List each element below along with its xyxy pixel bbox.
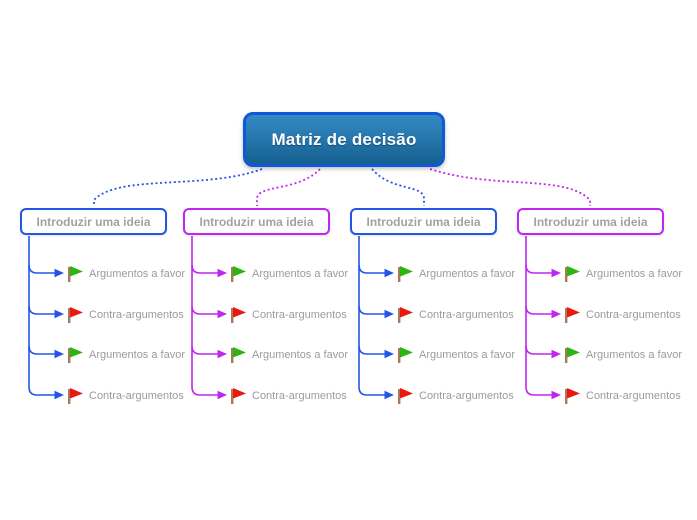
connector-root-branch3 (371, 168, 425, 206)
item-label: Argumentos a favor (586, 348, 682, 361)
item-label: Contra-argumentos (89, 308, 184, 321)
item-label: Contra-argumentos (586, 389, 681, 402)
item-label: Argumentos a favor (586, 267, 682, 280)
red-flag-icon (396, 386, 415, 405)
item-label: Contra-argumentos (586, 308, 681, 321)
red-flag-icon (66, 305, 85, 324)
connector-root-branch2 (256, 168, 321, 206)
red-flag-icon (563, 305, 582, 324)
idea-node-1[interactable]: Introduzir uma ideia (20, 208, 167, 235)
item-arguments-pro[interactable]: Argumentos a favor (563, 345, 682, 364)
root-node[interactable]: Matriz de decisão (243, 112, 445, 167)
idea-node-3[interactable]: Introduzir uma ideia (350, 208, 497, 235)
idea-node-label: Introduzir uma ideia (36, 214, 151, 229)
item-arguments-con[interactable]: Contra-argumentos (229, 386, 347, 405)
red-flag-icon (563, 386, 582, 405)
connector-root-branch4 (429, 168, 591, 206)
item-label: Argumentos a favor (89, 348, 185, 361)
item-arguments-con[interactable]: Contra-argumentos (396, 386, 514, 405)
item-arguments-pro[interactable]: Argumentos a favor (563, 264, 682, 283)
idea-node-label: Introduzir uma ideia (533, 214, 648, 229)
root-child-connectors (93, 168, 591, 206)
green-flag-icon (563, 345, 582, 364)
green-flag-icon (229, 345, 248, 364)
item-label: Contra-argumentos (419, 308, 514, 321)
red-flag-icon (396, 305, 415, 324)
item-arguments-con[interactable]: Contra-argumentos (229, 305, 347, 324)
branch-4: Introduzir uma ideia Argumentos a favor … (517, 208, 687, 468)
root-node-label: Matriz de decisão (271, 129, 417, 149)
green-flag-icon (66, 345, 85, 364)
branch-2: Introduzir uma ideia Argumentos a favor … (183, 208, 353, 468)
item-label: Contra-argumentos (252, 389, 347, 402)
item-arguments-con[interactable]: Contra-argumentos (66, 386, 184, 405)
idea-node-2[interactable]: Introduzir uma ideia (183, 208, 330, 235)
red-flag-icon (229, 386, 248, 405)
item-arguments-pro[interactable]: Argumentos a favor (396, 345, 515, 364)
item-label: Contra-argumentos (419, 389, 514, 402)
red-flag-icon (66, 386, 85, 405)
connector-root-branch1 (93, 168, 263, 206)
green-flag-icon (396, 345, 415, 364)
item-arguments-pro[interactable]: Argumentos a favor (66, 345, 185, 364)
item-label: Argumentos a favor (89, 267, 185, 280)
item-arguments-pro[interactable]: Argumentos a favor (66, 264, 185, 283)
item-label: Argumentos a favor (419, 267, 515, 280)
item-label: Contra-argumentos (89, 389, 184, 402)
branch-3: Introduzir uma ideia Argumentos a favor … (350, 208, 520, 468)
idea-node-4[interactable]: Introduzir uma ideia (517, 208, 664, 235)
item-label: Argumentos a favor (252, 267, 348, 280)
red-flag-icon (229, 305, 248, 324)
item-arguments-con[interactable]: Contra-argumentos (563, 386, 681, 405)
item-arguments-pro[interactable]: Argumentos a favor (229, 345, 348, 364)
green-flag-icon (563, 264, 582, 283)
green-flag-icon (229, 264, 248, 283)
item-label: Argumentos a favor (252, 348, 348, 361)
idea-node-label: Introduzir uma ideia (199, 214, 314, 229)
item-arguments-pro[interactable]: Argumentos a favor (229, 264, 348, 283)
item-arguments-con[interactable]: Contra-argumentos (563, 305, 681, 324)
item-arguments-con[interactable]: Contra-argumentos (396, 305, 514, 324)
green-flag-icon (396, 264, 415, 283)
branch-1: Introduzir uma ideia Argumentos a favor … (20, 208, 190, 468)
item-arguments-con[interactable]: Contra-argumentos (66, 305, 184, 324)
item-arguments-pro[interactable]: Argumentos a favor (396, 264, 515, 283)
idea-node-label: Introduzir uma ideia (366, 214, 481, 229)
green-flag-icon (66, 264, 85, 283)
item-label: Argumentos a favor (419, 348, 515, 361)
item-label: Contra-argumentos (252, 308, 347, 321)
